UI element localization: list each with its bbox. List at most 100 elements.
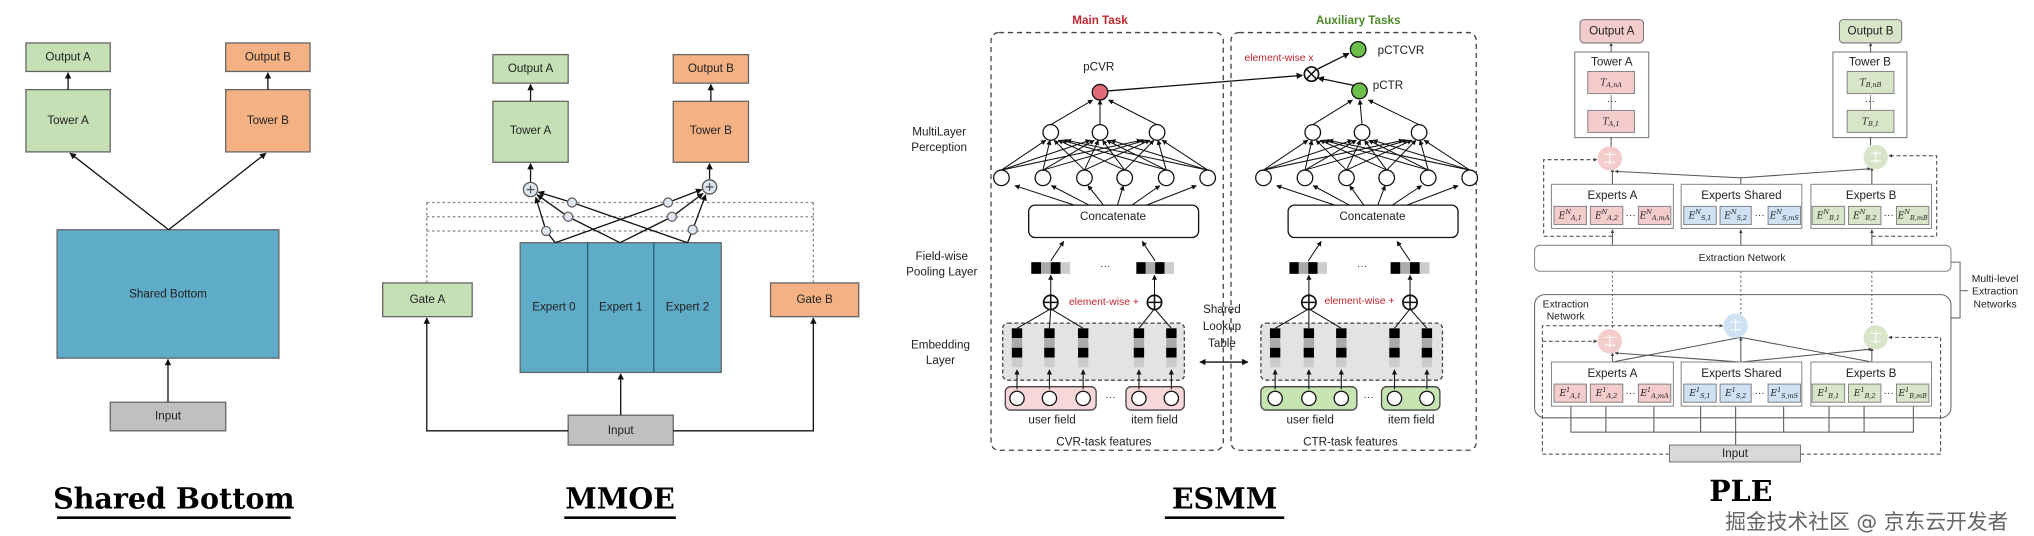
experts-b-label: Experts B — [1846, 189, 1897, 202]
output-b-box: Output B — [1838, 19, 1903, 44]
pcvr-node — [1091, 83, 1109, 101]
ctr-embedding-cell — [1389, 338, 1400, 348]
cvr-sum-edge — [1050, 308, 1084, 329]
ctr-feature-node — [1333, 390, 1350, 407]
experts-block: Expert 0 Expert 1 Expert 2 — [519, 242, 722, 374]
svg-text:PLE: PLE — [1709, 474, 1772, 508]
tower-unit-label: TB,1 — [1862, 117, 1879, 128]
svg-text:MMOE: MMOE — [565, 482, 675, 516]
ctr-item-field-label: item field — [1388, 413, 1435, 426]
cvr-concatenate-box — [1028, 204, 1200, 239]
expert-unit-label: E1A,2 — [1595, 386, 1618, 400]
expert-unit-label: ENS,mS — [1769, 208, 1800, 222]
expert-unit — [1719, 383, 1752, 403]
cvr-embedding-cell — [1044, 357, 1055, 368]
expert-unit-label: E1S,2 — [1724, 386, 1746, 400]
ctr-mlp-edge — [1357, 99, 1363, 125]
ctr-mlp-edge — [1263, 138, 1405, 171]
experts-a-label: Experts A — [1587, 189, 1637, 202]
cvr-mlp-edge — [1001, 139, 1047, 171]
expert-unit-label: E1B,1 — [1817, 386, 1840, 400]
ctr-features-label: CTR-task features — [1303, 436, 1398, 449]
cvr-embedding-cell — [1011, 357, 1023, 368]
sum-icon-a — [522, 181, 539, 198]
cvr-mlp-edge — [1108, 99, 1158, 126]
expert-unit — [1719, 205, 1752, 226]
main-task-label: Main Task — [1072, 14, 1128, 27]
cvr-embedding-box — [1002, 322, 1185, 381]
ple-dashed-gate-inputs — [1541, 153, 1942, 455]
expert-unit — [1637, 383, 1672, 403]
cvr-hidden-node — [1076, 169, 1093, 187]
cvr-mlp-edge — [1110, 139, 1208, 171]
output-a-box: Output A — [492, 53, 569, 84]
cvr-concat-edge — [1131, 185, 1161, 206]
svg-text:ESMM: ESMM — [1172, 482, 1277, 516]
ctr-hidden-node — [1304, 124, 1322, 141]
cvr-mlp-edge — [1156, 139, 1167, 171]
cvr-embedding-cell — [1133, 357, 1145, 368]
output-a-label: Output A — [1589, 24, 1635, 37]
cvr-embedding-cell — [1011, 338, 1023, 348]
ctr-hidden-node — [1410, 124, 1428, 141]
cvr-embedding-cell — [1166, 357, 1177, 368]
cvr-features-label: CVR-task features — [1056, 436, 1151, 449]
cvr-mlp-edge — [1084, 139, 1151, 171]
ctr-mlp-edge — [1312, 99, 1353, 126]
cvr-mlp-edge — [1001, 138, 1143, 171]
gate-icon-glyph — [1870, 150, 1881, 164]
ctr-embedding-cell — [1421, 347, 1433, 358]
auxiliary-tasks-box — [1230, 31, 1477, 451]
ctr-concatenate-label: Concatenate — [1339, 210, 1405, 223]
ctr-concatenate-box — [1287, 204, 1459, 239]
expert-unit — [1553, 383, 1587, 403]
cvr-pooled-vector-cell — [1155, 262, 1165, 274]
experts-ellipsis: ··· — [1884, 388, 1894, 399]
tower-b-label: Tower B — [247, 114, 289, 127]
cvr-feature-node — [1163, 390, 1180, 407]
ctr-mlp-edge — [1367, 99, 1420, 126]
ctr-pooled-vector-cell — [1419, 262, 1430, 274]
ctr-mlp-edge — [1263, 139, 1309, 171]
mlp-label-2: Perception — [911, 141, 967, 154]
gate-b-label: Gate B — [796, 293, 833, 306]
cvr-embedding-cell — [1166, 338, 1177, 348]
ctr-sum-edge — [1409, 308, 1428, 329]
experts-ellipsis: ··· — [1884, 210, 1894, 221]
ctr-embedding-cell — [1303, 347, 1315, 358]
ctr-concat-edge — [1406, 184, 1459, 206]
output-b-box: Output B — [672, 53, 750, 84]
experts-ellipsis: ··· — [1625, 210, 1635, 221]
expert-unit — [1683, 205, 1717, 226]
cvr-embedding-cell — [1011, 347, 1023, 358]
ctr-mlp-edge — [1315, 139, 1347, 171]
ctr-embedding-cell — [1269, 347, 1281, 358]
sum-icon-b — [701, 179, 718, 195]
expert-unit — [1847, 383, 1882, 403]
pctr-node — [1351, 82, 1368, 100]
cvr-hidden-node — [1091, 124, 1109, 141]
cvr-hidden-node — [1042, 124, 1060, 141]
ctr-mlp-edge — [1304, 139, 1314, 171]
mlp-label-1: MultiLayer — [912, 126, 966, 139]
tower-a-ellipsis: ··· — [1607, 96, 1617, 107]
cvr-embedding-cell — [1044, 347, 1055, 358]
expert-unit-label: ENS,2 — [1723, 208, 1747, 222]
output-a-box: Output A — [1579, 19, 1645, 44]
expert-unit — [1895, 205, 1930, 226]
ctr-element-wise-plus-label: element-wise + — [1324, 296, 1394, 307]
ple-input-box: Input — [1668, 444, 1802, 463]
tower-unit-label: TB,nB — [1860, 78, 1882, 89]
cvr-hidden-node — [1034, 169, 1052, 187]
mmoe-title: MMOE — [564, 482, 676, 520]
shared-bottom-label: Shared Bottom — [129, 288, 207, 301]
ctr-mlp-edge — [1346, 139, 1413, 171]
mmoe-diagram: Output A Output B Tower A Tower B Gate A… — [382, 53, 860, 446]
ctr-mlp-edge — [1423, 139, 1471, 171]
cvr-pooled-vector-cell — [1050, 262, 1061, 274]
arrows — [64, 72, 272, 403]
input-label: Input — [1722, 447, 1749, 460]
ctr-embedding-cell — [1389, 328, 1400, 339]
